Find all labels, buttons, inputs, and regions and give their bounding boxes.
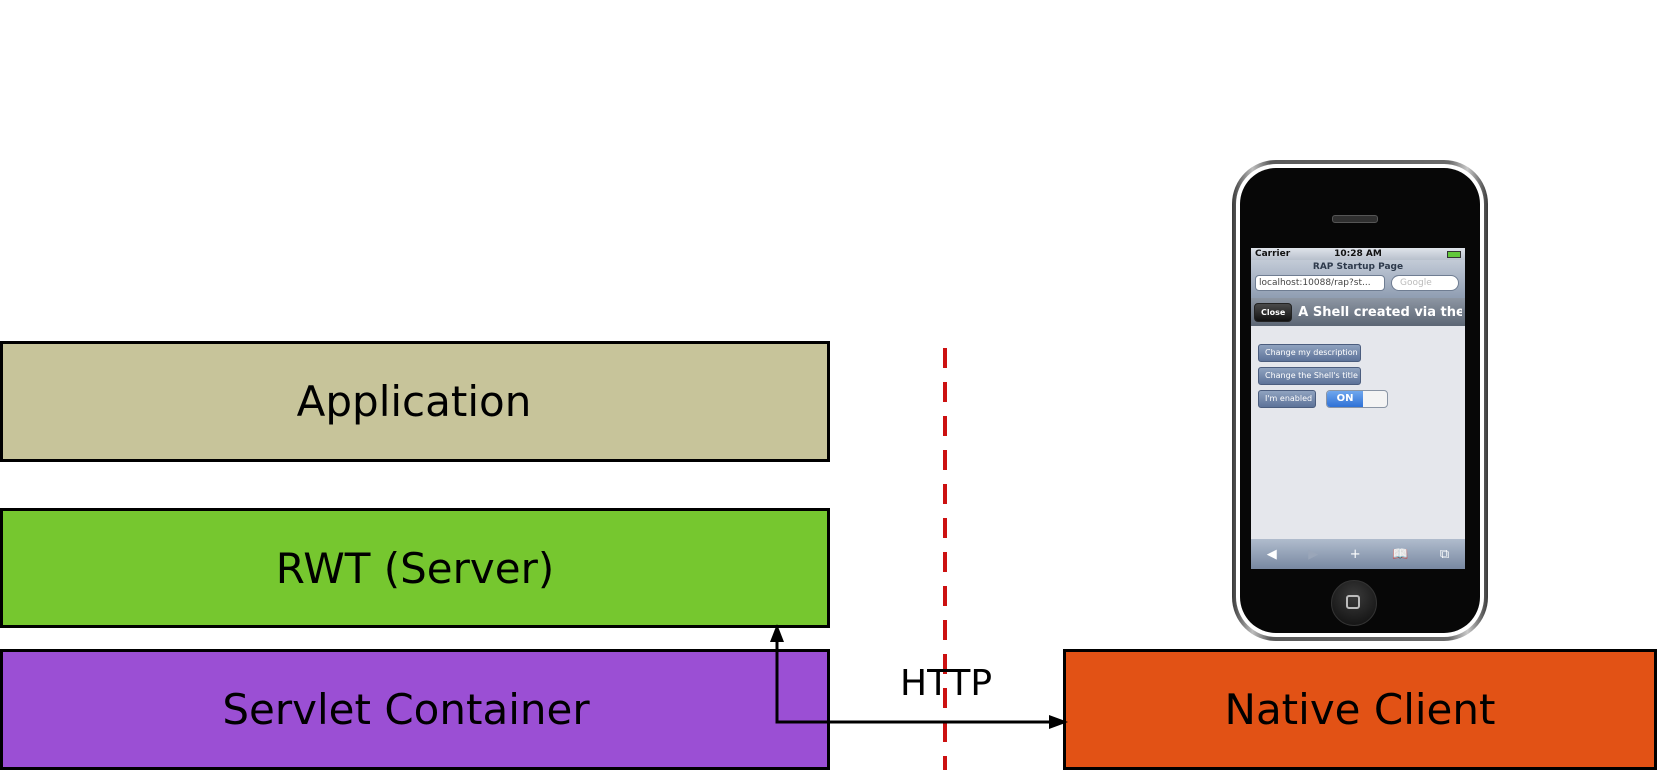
battery-icon bbox=[1447, 251, 1461, 258]
shell-title: A Shell created via the ... bbox=[1298, 304, 1462, 320]
on-off-toggle[interactable]: ON bbox=[1326, 390, 1388, 408]
url-field[interactable]: localhost:10088/rap?st... bbox=[1255, 275, 1385, 291]
application-label: Application bbox=[296, 377, 532, 426]
native-client-label: Native Client bbox=[1224, 685, 1496, 734]
back-icon[interactable]: ◀ bbox=[1266, 546, 1277, 562]
forward-icon[interactable]: ▶ bbox=[1308, 546, 1319, 562]
close-button[interactable]: Close bbox=[1254, 302, 1293, 322]
toggle-on-label: ON bbox=[1327, 391, 1363, 407]
rwt-server-layer: RWT (Server) bbox=[0, 508, 830, 628]
search-field[interactable]: Google bbox=[1391, 275, 1459, 291]
phone-screen: Carrier 10:28 AM RAP Startup Page localh… bbox=[1251, 248, 1465, 569]
shell-title-bar: Close A Shell created via the ... bbox=[1251, 298, 1465, 326]
carrier-label: Carrier bbox=[1255, 249, 1291, 259]
home-button[interactable] bbox=[1331, 580, 1377, 626]
add-icon[interactable]: + bbox=[1349, 546, 1361, 562]
rwt-server-label: RWT (Server) bbox=[275, 543, 555, 593]
http-label: HTTP bbox=[900, 663, 993, 704]
change-description-button[interactable]: Change my description bbox=[1258, 344, 1361, 362]
servlet-container-label: Servlet Container bbox=[222, 685, 590, 734]
speaker-icon bbox=[1332, 215, 1378, 223]
servlet-container-layer: Servlet Container bbox=[0, 649, 830, 770]
enabled-button[interactable]: I'm enabled bbox=[1258, 390, 1316, 408]
browser-toolbar: ◀ ▶ + 📖 ⧉ bbox=[1251, 539, 1465, 569]
page-title: RAP Startup Page bbox=[1312, 262, 1404, 272]
arrow-head-right-icon bbox=[1049, 715, 1068, 729]
arrow-head-up-icon bbox=[770, 624, 784, 642]
http-connection-path bbox=[775, 637, 1056, 724]
native-client-layer: Native Client bbox=[1063, 649, 1657, 770]
status-time: 10:28 AM bbox=[1334, 249, 1382, 259]
status-bar: Carrier 10:28 AM bbox=[1251, 248, 1465, 260]
application-layer: Application bbox=[0, 341, 830, 462]
pages-icon[interactable]: ⧉ bbox=[1439, 546, 1450, 562]
home-square-icon bbox=[1346, 595, 1360, 609]
change-title-button[interactable]: Change the Shell's title bbox=[1258, 367, 1361, 385]
bookmarks-icon[interactable]: 📖 bbox=[1392, 546, 1409, 562]
browser-url-area: RAP Startup Page localhost:10088/rap?st.… bbox=[1251, 260, 1465, 298]
phone-device: Carrier 10:28 AM RAP Startup Page localh… bbox=[1232, 160, 1488, 641]
